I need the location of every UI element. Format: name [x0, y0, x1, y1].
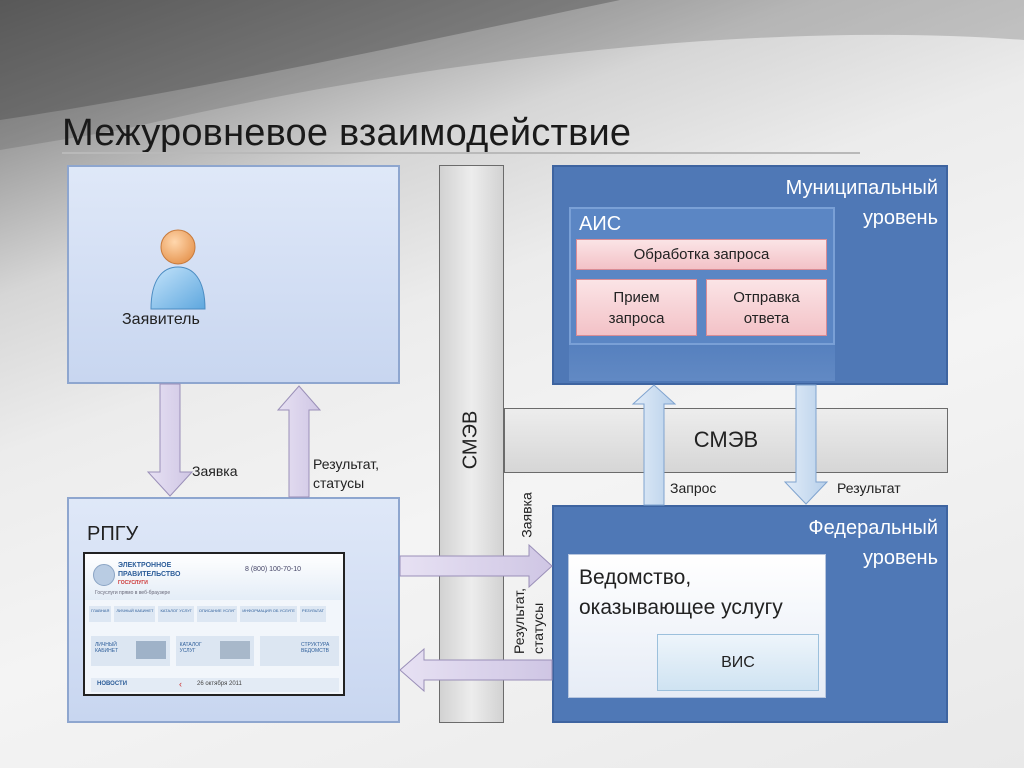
portal-nav-item[interactable]: ЛИЧНЫЙ КАБИНЕТ [114, 606, 156, 622]
request-label: Заявка [192, 463, 238, 479]
portal-phone: 8 (800) 100-70-10 [245, 566, 302, 573]
building-icon [220, 641, 251, 659]
portal-logo-line3: ГОСУСЛУГИ [118, 580, 148, 586]
portal-nav-item[interactable]: ОПИСАНИЕ УСЛУГ [196, 606, 238, 622]
portal-news-bar: НОВОСТИ ‹ 26 октября 2011 [91, 678, 339, 692]
portal-header: ЭЛЕКТРОННОЕ ПРАВИТЕЛЬСТВО ГОСУСЛУГИ 8 (8… [85, 554, 343, 600]
result-status-rotated-label: Результат, статусы [511, 587, 546, 654]
portal-tile[interactable]: КАТАЛОГ УСЛУГ [175, 636, 255, 666]
person-icon [150, 229, 206, 310]
portal-tile-label: КАТАЛОГ УСЛУГ [179, 642, 202, 654]
portal-tile[interactable]: СТРУКТУРА ВЕДОМСТВ [260, 636, 340, 666]
result-arrow-down [783, 384, 829, 505]
send-response-box: Отправка ответа [706, 279, 827, 336]
portal-logo-line2: ПРАВИТЕЛЬСТВО [118, 571, 181, 578]
portal-tiles: ЛИЧНЫЙ КАБИНЕТ КАТАЛОГ УСЛУГ СТРУКТУРА В… [91, 636, 340, 666]
gosuslugi-portal-screenshot: ЭЛЕКТРОННОЕ ПРАВИТЕЛЬСТВО ГОСУСЛУГИ 8 (8… [83, 552, 345, 696]
portal-emblem-icon [93, 564, 115, 586]
ais-shadow [569, 345, 835, 381]
result-arrow-up [276, 385, 322, 498]
result-arrow-left [399, 647, 553, 693]
portal-tagline: Госуслуги прямо в веб-браузере [95, 590, 171, 596]
chevron-left-icon[interactable]: ‹ [179, 679, 182, 689]
portal-tile-label: СТРУКТУРА ВЕДОМСТВ [301, 642, 330, 654]
portal-nav: ГЛАВНАЯ ЛИЧНЫЙ КАБИНЕТ КАТАЛОГ УСЛУГ ОПИ… [89, 606, 339, 622]
receive-request-box: Прием запроса [576, 279, 697, 336]
request-arrow-down [146, 383, 194, 497]
query-label: Запрос [670, 480, 717, 496]
request-rotated-label: Заявка [518, 492, 535, 538]
portal-nav-item[interactable]: ИНФОРМАЦИЯ ОБ УСЛУГЕ [240, 606, 297, 622]
federal-level-label: Федеральный уровень [808, 517, 938, 569]
process-request-box: Обработка запроса [576, 239, 827, 270]
portal-nav-item[interactable]: КАТАЛОГ УСЛУГ [158, 606, 194, 622]
portal-news-label[interactable]: НОВОСТИ [97, 681, 128, 687]
title-divider [62, 152, 860, 154]
portal-news-date: 26 октября 2011 [197, 681, 242, 687]
smev-vertical-bus [439, 165, 504, 723]
department-label: Ведомство, оказывающее услугу [579, 566, 783, 619]
portal-tile[interactable]: ЛИЧНЫЙ КАБИНЕТ [91, 636, 170, 666]
result-status-label: Результат, статусы [313, 456, 380, 491]
municipal-level-label: Муниципальный уровень [785, 177, 938, 229]
request-arrow-right [399, 543, 553, 589]
ais-label: АИС [579, 213, 622, 235]
rpgu-label: РПГУ [87, 523, 139, 545]
portal-logo-line1: ЭЛЕКТРОННОЕ [118, 562, 172, 569]
laptop-icon [135, 641, 166, 659]
portal-nav-item[interactable]: ГЛАВНАЯ [89, 606, 112, 622]
smev-horizontal-bus: СМЭВ [504, 408, 948, 473]
smev-horizontal-label: СМЭВ [693, 427, 759, 452]
query-arrow-up [631, 384, 677, 506]
result-label: Результат [837, 480, 901, 496]
portal-nav-item[interactable]: РЕЗУЛЬТАТ [299, 606, 326, 622]
applicant-box: Заявитель [67, 165, 400, 384]
vis-box: ВИС [657, 634, 819, 691]
page-title: Межуровневое взаимодействие [62, 112, 632, 154]
applicant-label: Заявитель [122, 311, 200, 328]
portal-tile-label: ЛИЧНЫЙ КАБИНЕТ [95, 642, 119, 654]
